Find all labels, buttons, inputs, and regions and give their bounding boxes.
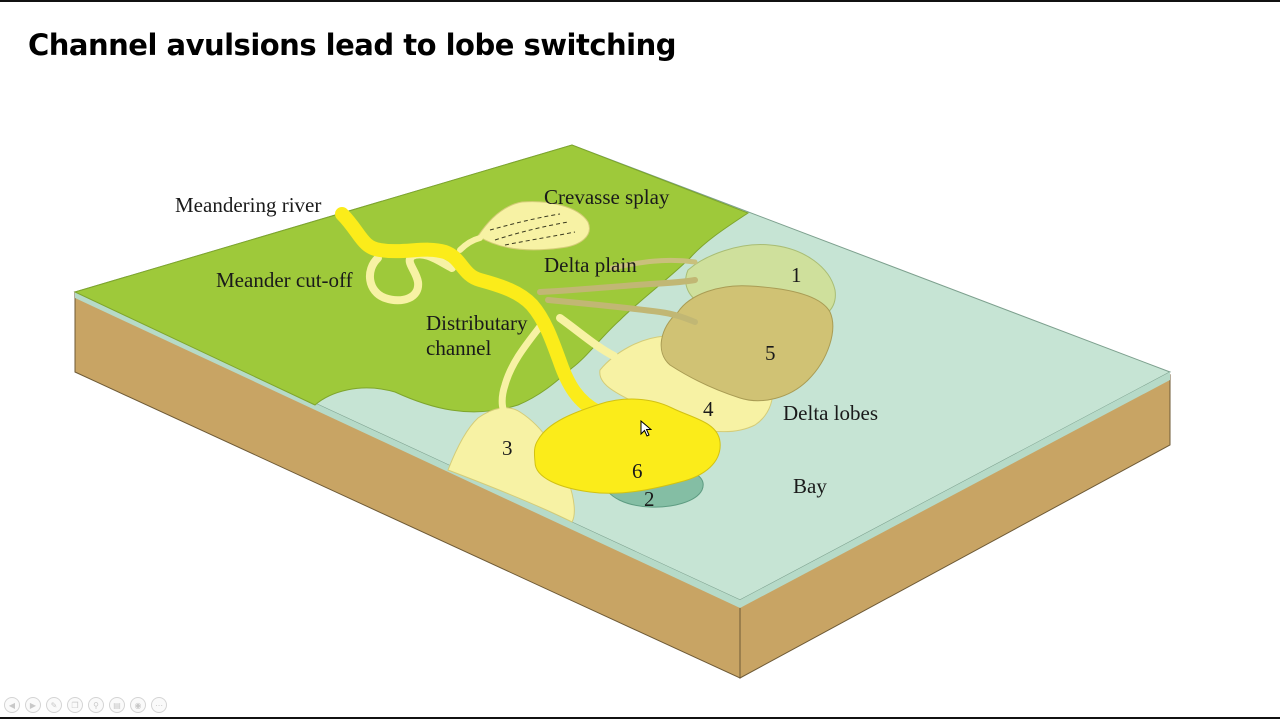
splay-dash-1 (489, 213, 561, 231)
crevasse-splay (477, 201, 590, 251)
bottom-rule (0, 717, 1280, 719)
crevasse-neck (457, 235, 483, 253)
label-crevasse-splay: Crevasse splay (544, 185, 670, 209)
next-icon[interactable]: ▶ (25, 697, 41, 713)
slide-title: Channel avulsions lead to lobe switching (28, 28, 677, 62)
more-icon[interactable]: ⋯ (151, 697, 167, 713)
main-river-channel (335, 207, 605, 419)
water-right-rim (740, 372, 1170, 608)
abandoned-channel-3 (498, 316, 549, 424)
copy-icon[interactable]: ❐ (67, 697, 83, 713)
lobe-number-1: 1 (791, 263, 802, 287)
label-bay: Bay (793, 474, 827, 498)
abandoned-channel-4 (556, 314, 618, 360)
label-delta-lobes: Delta lobes (783, 401, 878, 425)
label-meander-cut-off: Meander cut-off (216, 268, 353, 292)
prev-icon[interactable]: ◀ (4, 697, 20, 713)
label-delta-plain: Delta plain (544, 253, 637, 277)
camera-icon[interactable]: ◉ (130, 697, 146, 713)
delta-plain-distributary-3 (609, 257, 698, 271)
label-distributary-channel-line1: Distributary (426, 311, 528, 335)
lobe-number-3: 3 (502, 436, 513, 460)
label-distributary-channel-line2: channel (426, 336, 491, 360)
delta-lobe-5 (660, 285, 834, 402)
label-meandering-river: Meandering river (175, 193, 321, 217)
pen-icon[interactable]: ✎ (46, 697, 62, 713)
lobe-number-2: 2 (644, 487, 655, 511)
lobe-number-4: 4 (703, 397, 714, 421)
lobe-number-6: 6 (632, 459, 643, 483)
delta-lobe-6 (533, 398, 721, 494)
slides-icon[interactable]: ▤ (109, 697, 125, 713)
splay-dash-3 (504, 231, 576, 246)
top-rule (0, 0, 1280, 2)
zoom-icon[interactable]: ⚲ (88, 697, 104, 713)
land-surface (73, 144, 750, 413)
lobe-number-5: 5 (765, 341, 776, 365)
delta-plain-distributary-2 (545, 297, 698, 325)
water-left-rim (75, 292, 740, 608)
splay-dash-2 (494, 221, 569, 241)
mouse-pointer-icon (640, 420, 652, 437)
presentation-toolbar: ◀ ▶ ✎ ❐ ⚲ ▤ ◉ ⋯ (4, 697, 167, 713)
delta-plain-distributary-1 (537, 277, 698, 295)
